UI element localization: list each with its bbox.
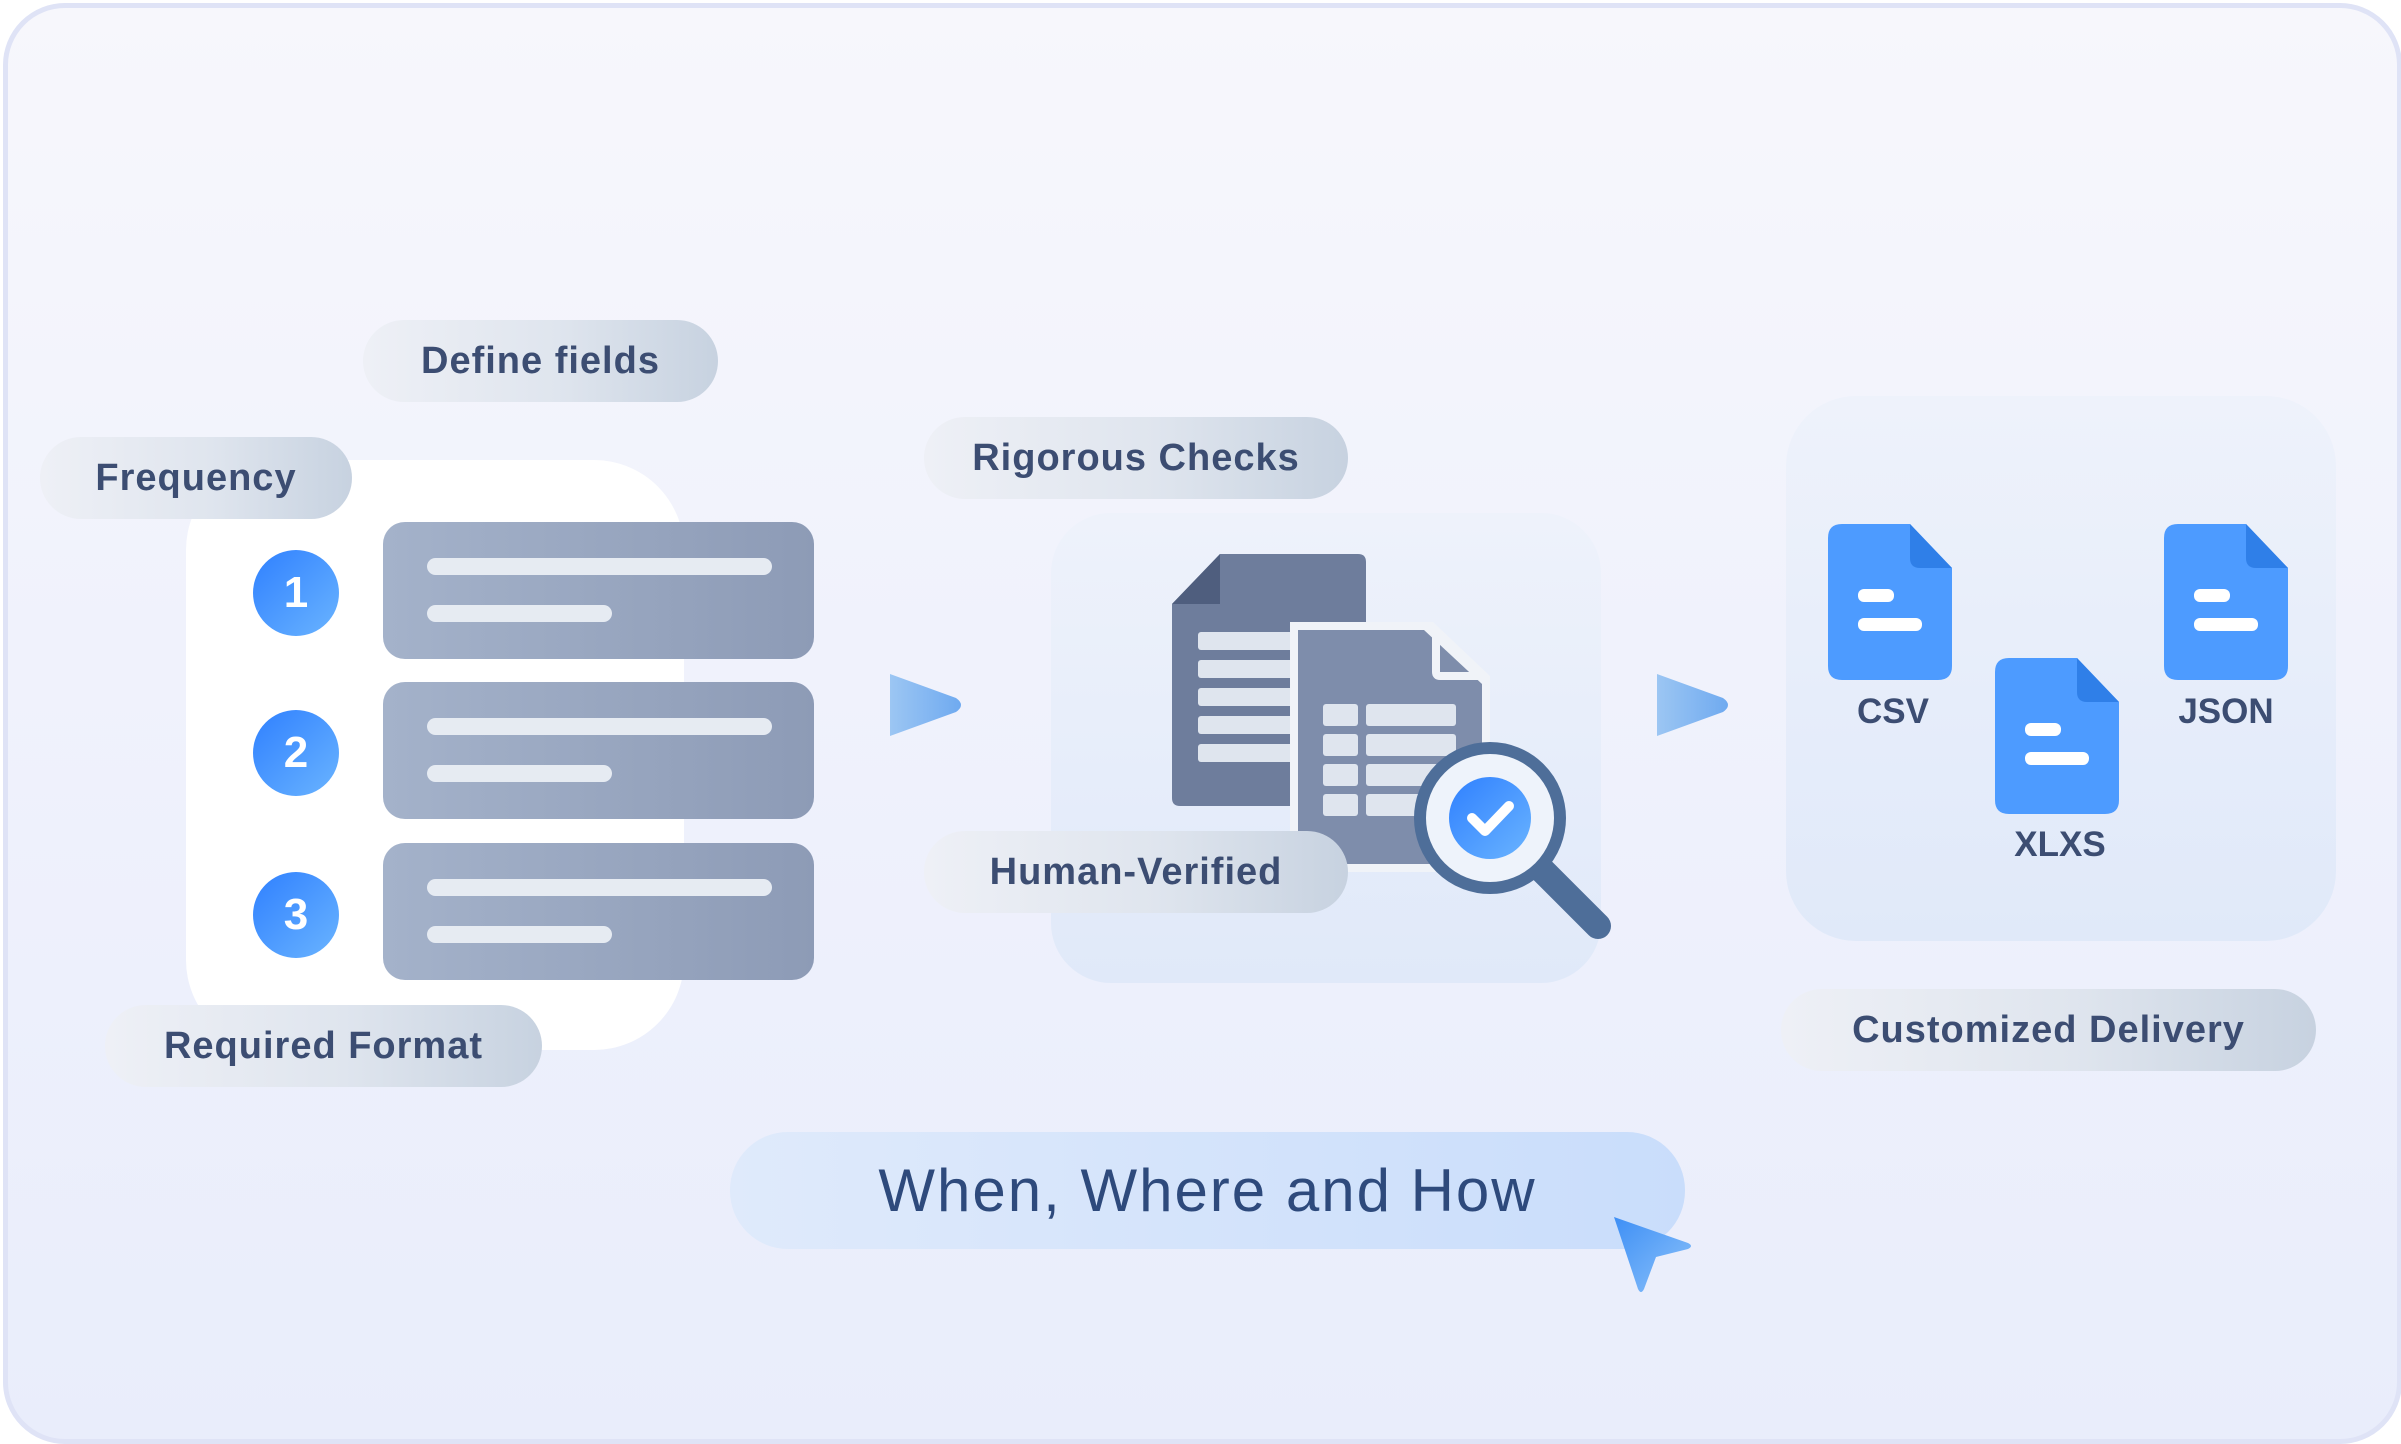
arrow-right-icon: [1657, 674, 1728, 736]
list-row-2: [383, 682, 814, 819]
format-label-json: JSON: [2178, 692, 2274, 731]
arrow-right-icon: [890, 674, 961, 736]
required-format-pill: Required Format: [105, 1005, 542, 1087]
rigorous-checks-pill: Rigorous Checks: [924, 417, 1348, 499]
step-number-1: 1: [253, 550, 339, 636]
step-number-3: 3: [253, 872, 339, 958]
define-fields-pill: Define fields: [363, 320, 718, 402]
tagline-text: When, Where and How: [878, 1157, 1537, 1224]
cursor-pointer-icon: [1614, 1217, 1691, 1292]
magnifier-check-icon: [1414, 742, 1611, 939]
file-icon: [2164, 524, 2288, 680]
format-label-xlxs: XLXS: [2014, 825, 2106, 864]
human-verified-pill: Human-Verified: [924, 831, 1348, 913]
list-row-3: [383, 843, 814, 980]
file-icon: [1995, 658, 2119, 814]
spreadsheet-documents-icon: [1172, 554, 1490, 872]
tagline-pill: When, Where and How: [730, 1132, 1685, 1249]
frequency-pill: Frequency: [40, 437, 352, 519]
format-label-csv: CSV: [1857, 692, 1929, 731]
diagram-frame: 1 2 3 Define fields Frequency Required F…: [3, 3, 2401, 1444]
step-number-2: 2: [253, 710, 339, 796]
customized-delivery-pill: Customized Delivery: [1781, 989, 2316, 1071]
file-icon: [1828, 524, 1952, 680]
list-row-1: [383, 522, 814, 659]
